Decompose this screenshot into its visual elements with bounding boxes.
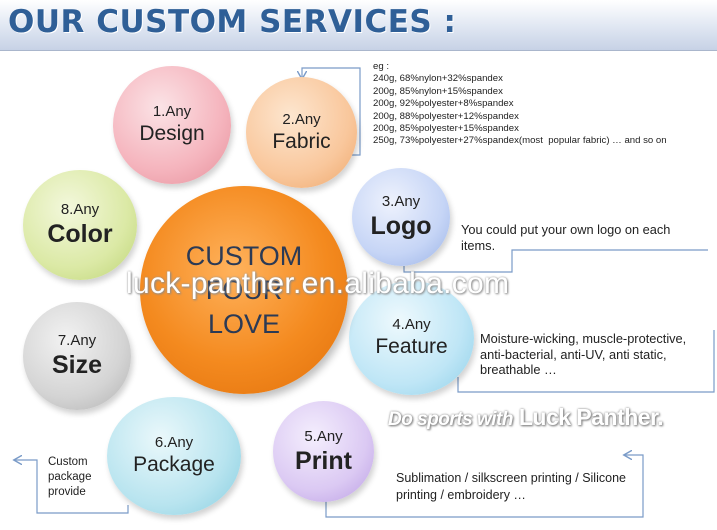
watermark-text: luck-panther.en.alibaba.com: [126, 267, 510, 300]
fabric-label: Fabric: [272, 129, 331, 153]
print-circle: 5.Any Print: [273, 401, 374, 502]
print-description: Sublimation / silkscreen printing / Sili…: [396, 471, 626, 502]
package-number: 6.Any: [154, 434, 194, 451]
feature-number: 4.Any: [392, 316, 431, 333]
design-number: 1.Any: [152, 103, 192, 120]
slogan-lead: Do sports with: [388, 409, 513, 430]
print-number: 5.Any: [304, 427, 343, 445]
page-title: OUR CUSTOM SERVICES :: [8, 4, 457, 40]
package-description: Custom package provide: [48, 456, 92, 498]
feature-connector: [457, 330, 715, 393]
logo-number: 3.Any: [381, 193, 421, 210]
logo-circle: 3.Any Logo: [352, 168, 450, 266]
size-number: 7.Any: [57, 332, 97, 349]
color-label: Color: [47, 220, 113, 248]
fabric-examples: eg : 240g, 68%nylon+32%spandex 200g, 85%…: [373, 61, 667, 147]
logo-connector: [403, 249, 708, 273]
center-line-1: CUSTOM: [185, 241, 303, 271]
slogan-brand: Luck Panther.: [518, 404, 664, 430]
center-circle: CUSTOM FOUR LOVE: [140, 186, 348, 394]
logo-label: Logo: [370, 212, 432, 240]
header-banner: OUR CUSTOM SERVICES :: [0, 0, 717, 51]
center-line-2: FOUR: [205, 275, 283, 305]
design-label: Design: [139, 122, 205, 145]
brand-slogan: Do sports with Luck Panther.: [388, 404, 664, 431]
package-connector: [15, 460, 129, 514]
center-line-3: LOVE: [207, 309, 281, 339]
package-label: Package: [133, 453, 215, 476]
size-label: Size: [51, 351, 103, 379]
color-number: 8.Any: [60, 201, 100, 218]
fabric-circle: 2.Any Fabric: [246, 77, 357, 188]
fabric-connector: [302, 67, 361, 156]
design-circle: 1.Any Design: [113, 66, 231, 184]
logo-description: You could put your own logo on each item…: [461, 222, 671, 253]
feature-description: Moisture-wicking, muscle-protective, ant…: [480, 331, 687, 377]
print-connector: [325, 455, 644, 518]
feature-circle: 4.Any Feature: [349, 281, 474, 395]
fabric-number: 2.Any: [282, 110, 321, 128]
size-circle: 7.Any Size: [23, 302, 131, 410]
print-label: Print: [295, 446, 352, 475]
color-circle: 8.Any Color: [23, 170, 137, 280]
package-circle: 6.Any Package: [107, 397, 241, 515]
feature-label: Feature: [375, 335, 448, 358]
